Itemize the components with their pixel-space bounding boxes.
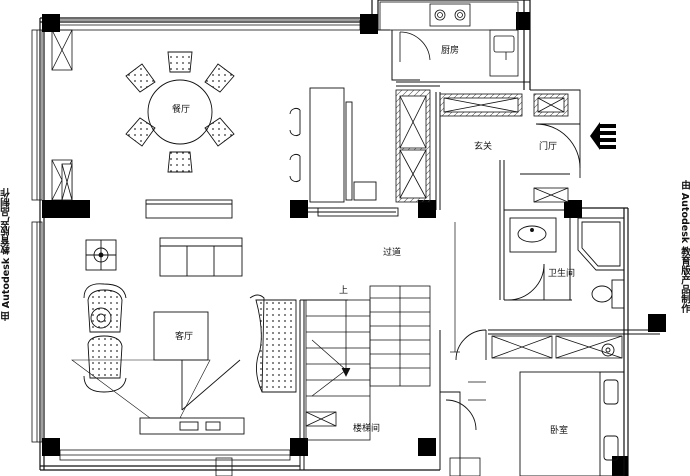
armchairs bbox=[83, 283, 297, 393]
room-label-foyer: 玄关 bbox=[474, 142, 493, 152]
kitchen bbox=[379, 1, 519, 77]
room-label-bathroom: 卫生间 bbox=[548, 269, 576, 279]
room-label-entry-hall: 门厅 bbox=[539, 142, 558, 152]
exterior-walls bbox=[39, 0, 629, 476]
cabinets-hatched bbox=[61, 89, 623, 359]
room-label-living: 客厅 bbox=[175, 332, 194, 342]
bathroom-fixtures bbox=[507, 217, 625, 309]
entry-arrow-icon bbox=[590, 122, 616, 150]
room-label-bedroom: 卧室 bbox=[550, 426, 569, 436]
dimension-markers bbox=[450, 222, 486, 401]
staircase bbox=[305, 285, 431, 441]
bedroom-furniture bbox=[440, 329, 625, 476]
room-label-stairwell: 楼梯间 bbox=[353, 424, 381, 434]
entry-door bbox=[520, 89, 581, 178]
stair-up-marker: 上 bbox=[339, 286, 349, 296]
island-counter bbox=[289, 87, 399, 217]
room-label-dining: 餐厅 bbox=[172, 105, 191, 115]
living-furniture bbox=[71, 199, 245, 435]
watermark-right: 由 Autodesk 教育版产品制作 bbox=[679, 180, 690, 314]
room-label-corridor: 过道 bbox=[383, 248, 402, 258]
watermark-left: 由 Autodesk 教育版产品制作 bbox=[1, 188, 12, 322]
room-label-kitchen: 厨房 bbox=[441, 46, 460, 56]
dining-set bbox=[125, 51, 235, 173]
